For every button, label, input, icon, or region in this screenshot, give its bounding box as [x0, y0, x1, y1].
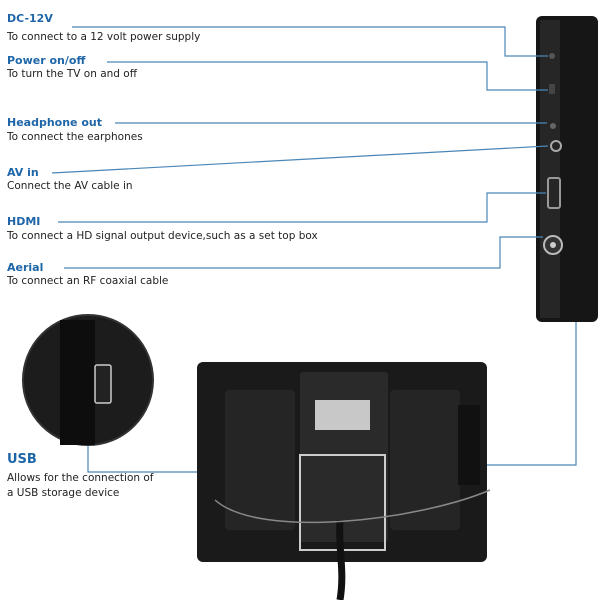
usb-desc-line1: Allows for the connection of	[7, 472, 154, 484]
usb-desc-line2: a USB storage device	[7, 487, 120, 499]
av-port	[550, 140, 562, 152]
headphone-port	[550, 123, 556, 129]
callout-title-headphone: Headphone out	[7, 116, 102, 129]
power-switch	[549, 84, 555, 94]
callout-title-hdmi: HDMI	[7, 215, 41, 228]
callout-title-power: Power on/off	[7, 54, 86, 67]
usb-port	[94, 364, 112, 404]
callout-desc-headphone: To connect the earphones	[7, 131, 143, 143]
callout-desc-av: Connect the AV cable in	[7, 180, 133, 192]
dc-port	[549, 53, 555, 59]
usb-title: USB	[7, 452, 37, 467]
callout-desc-dc: To connect to a 12 volt power supply	[7, 31, 201, 43]
spec-label	[315, 400, 370, 430]
hdmi-port	[547, 177, 561, 209]
callout-desc-hdmi: To connect a HD signal output device,suc…	[7, 230, 318, 242]
callout-title-av: AV in	[7, 166, 39, 179]
callout-desc-power: To turn the TV on and off	[7, 68, 137, 80]
callout-lines	[51, 26, 577, 473]
callout-title-dc: DC-12V	[7, 12, 53, 25]
callout-desc-aerial: To connect an RF coaxial cable	[7, 275, 169, 287]
callout-title-aerial: Aerial	[7, 261, 44, 274]
